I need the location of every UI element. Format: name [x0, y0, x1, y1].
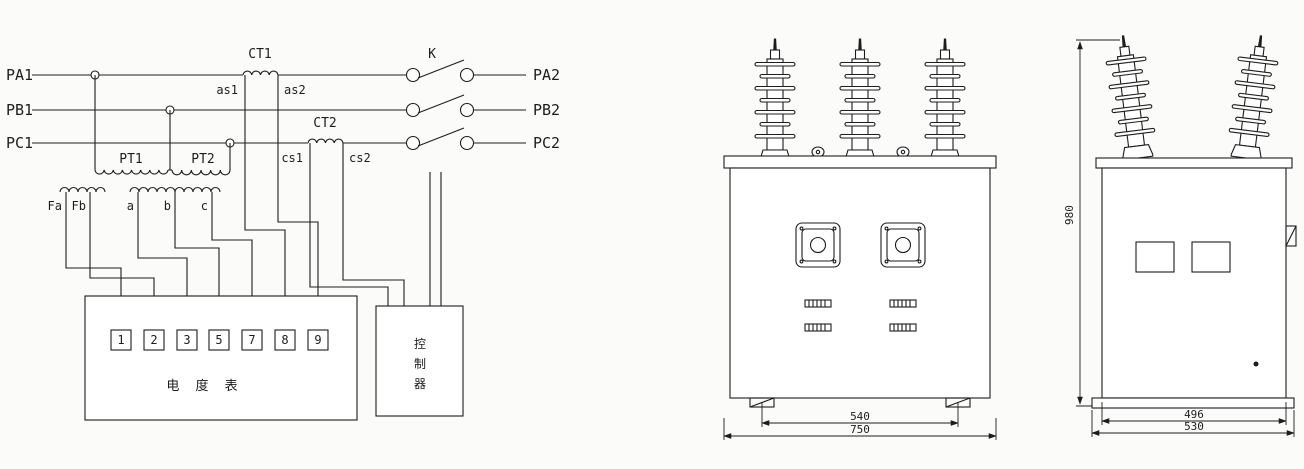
controller-char: 控	[414, 337, 426, 351]
meter-terminal-box	[143, 329, 165, 351]
tank-body	[729, 167, 991, 399]
wiring-schematic: 1 2 3 5 7 8 9 电 度 表 控 制 器 PA1 PB1 PC1 PA…	[6, 47, 560, 421]
front-view: 540 750	[723, 38, 997, 440]
switch-blade	[417, 127, 465, 147]
drain-knob	[1253, 361, 1259, 367]
bushing-insulator	[1102, 32, 1159, 161]
ct2-label: CT2	[313, 116, 336, 131]
pt1-primary-coil	[94, 169, 169, 175]
meter-terminal-box	[307, 329, 329, 351]
controller-char: 器	[414, 377, 426, 391]
switch-blade	[417, 59, 465, 79]
switch-blade	[417, 94, 465, 114]
ct2-terminal-cs1: cs1	[281, 151, 303, 165]
nameplate-window	[880, 222, 926, 268]
lifting-lug-hole	[815, 149, 821, 155]
pt2-primary-coil	[171, 169, 231, 176]
secondary-wiring	[65, 75, 442, 330]
pt-terminal-c: c	[201, 199, 208, 213]
ct2-coil	[307, 138, 344, 144]
mounting-feet	[749, 397, 971, 408]
side-window	[1135, 241, 1175, 273]
pt-terminal-fa: Fa	[48, 199, 62, 213]
phase-label-pa1: PA1	[6, 66, 33, 84]
meter-terminal-number: 7	[248, 333, 255, 347]
ct1-terminal-as1: as1	[216, 83, 238, 97]
switch-contact	[405, 67, 421, 83]
side-window	[1191, 241, 1231, 273]
phase-label-pa2: PA2	[533, 66, 560, 84]
front-dimensions: 540 750	[723, 402, 997, 440]
phase-line-a	[32, 70, 526, 80]
meter-terminal-number: 5	[215, 333, 222, 347]
bushing-insulator	[754, 38, 796, 163]
pt-secondary-coil-abc	[129, 186, 221, 193]
controller-box: 控 制 器	[375, 305, 464, 417]
meter-outline	[84, 295, 358, 421]
pt-transformers	[59, 75, 231, 193]
ct1-coil	[242, 70, 279, 76]
dim-980: 980	[1063, 205, 1076, 225]
phase-label-pc1: PC1	[6, 134, 33, 152]
switch-contact	[459, 102, 475, 118]
phase-line-b	[32, 105, 526, 115]
dim-496: 496	[1184, 408, 1204, 421]
tank-cover	[1095, 157, 1293, 169]
meter-terminal-number: 8	[281, 333, 288, 347]
ct2-terminal-cs2: cs2	[349, 151, 371, 165]
nameplate-window	[795, 222, 841, 268]
bushing-insulator	[839, 38, 881, 163]
pt2-label: PT2	[191, 152, 214, 167]
switch-contact	[459, 67, 475, 83]
pt-terminal-b: b	[164, 199, 171, 213]
meter-terminal-box	[274, 329, 296, 351]
energy-meter-box: 1 2 3 5 7 8 9 电 度 表	[84, 295, 358, 421]
ct1-label: CT1	[248, 47, 271, 62]
tank-cover	[723, 155, 997, 169]
meter-terminal-number: 1	[117, 333, 124, 347]
pt-terminal-a: a	[127, 199, 134, 213]
side-view: 496 530 980	[1063, 32, 1297, 437]
base-channel	[1091, 397, 1295, 409]
phase-label-pc2: PC2	[533, 134, 560, 152]
controller-outline	[375, 305, 464, 417]
dim-530: 530	[1184, 420, 1204, 433]
phase-label-pb2: PB2	[533, 101, 560, 119]
switch-contact	[405, 135, 421, 151]
lifting-lug-hole	[900, 149, 906, 155]
switch-contact	[459, 135, 475, 151]
meter-terminal-number: 3	[183, 333, 190, 347]
bushing-insulator	[1225, 32, 1282, 161]
meter-terminal-box	[110, 329, 132, 351]
height-dimension: 980	[1063, 39, 1120, 407]
bushing-insulator	[924, 38, 966, 163]
switch-k	[405, 59, 475, 151]
dim-540: 540	[850, 410, 870, 423]
pt-secondary-coil-fafb	[59, 186, 106, 193]
dim-750: 750	[850, 423, 870, 436]
meter-terminal-number: 9	[314, 333, 321, 347]
controller-char: 制	[414, 357, 426, 371]
terminal-strip	[804, 299, 917, 332]
meter-label: 电 度 表	[166, 378, 243, 394]
ct1-terminal-as2: as2	[284, 83, 306, 97]
side-dimensions: 496 530	[1091, 402, 1295, 437]
pt1-label: PT1	[119, 152, 142, 167]
pt-terminal-fb: Fb	[72, 199, 86, 213]
meter-terminal-box	[176, 329, 198, 351]
tank-body	[1101, 167, 1287, 399]
meter-terminal-box	[241, 329, 263, 351]
meter-terminal-box	[208, 329, 230, 351]
phase-label-pb1: PB1	[6, 101, 33, 119]
meter-terminal-number: 2	[150, 333, 157, 347]
phase-line-c	[32, 138, 526, 148]
side-bracket	[1285, 225, 1297, 247]
switch-contact	[405, 102, 421, 118]
switch-label: K	[428, 47, 436, 62]
